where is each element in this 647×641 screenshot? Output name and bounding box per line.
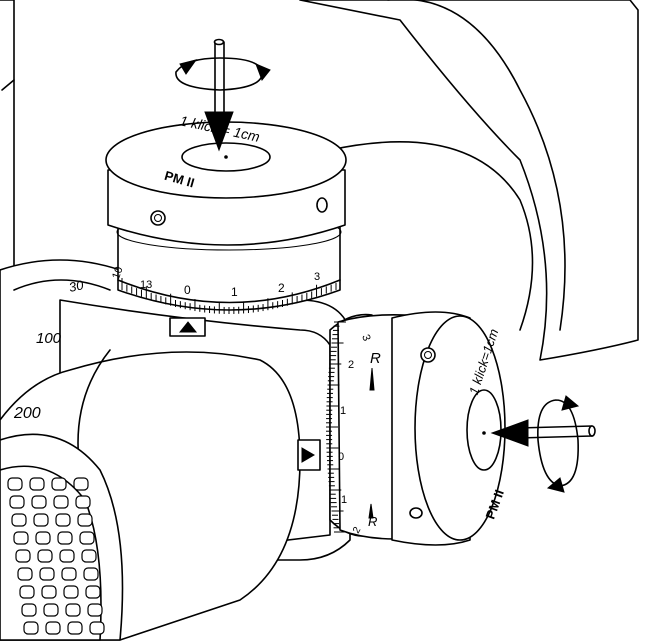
- knurl-segment: [55, 513, 71, 527]
- knurl-segment: [57, 531, 73, 545]
- knurl-segment: [43, 603, 59, 617]
- knurl-segment: [53, 495, 69, 509]
- knurl-segment: [81, 549, 97, 563]
- scope-main-tube: [0, 259, 351, 641]
- knurl-segment: [21, 603, 37, 617]
- knurled-eyepiece-ring: [0, 433, 124, 641]
- knurl-segment: [67, 621, 83, 635]
- windage-scale-1: 1: [340, 405, 346, 417]
- knurl-segment: [45, 621, 61, 635]
- knurl-segment: [79, 531, 95, 545]
- knurl-segment: [85, 585, 101, 599]
- knurl-segment: [61, 567, 77, 581]
- index-marker-windage: [297, 439, 321, 471]
- index-marker-elevation: [169, 317, 206, 337]
- windage-scale-2b: 2: [351, 525, 364, 536]
- knurl-segment: [13, 531, 29, 545]
- windage-scale-0: 0: [338, 451, 344, 463]
- knurl-segment: [9, 495, 25, 509]
- windage-direction-bottom: R: [368, 514, 377, 529]
- knurl-segment: [51, 477, 67, 491]
- parallax-label-30: 30: [68, 277, 86, 295]
- elevation-rotation-arrow-icon: [175, 38, 271, 152]
- knurl-segment: [63, 585, 79, 599]
- knurl-segment: [59, 549, 75, 563]
- elevation-scale-3: 3: [314, 271, 320, 283]
- windage-rotation-arrow-icon: [490, 395, 596, 493]
- windage-turret: 3 2 1 0 1 2 R R 1 klick=1cm PM II: [326, 311, 507, 546]
- knurl-segment: [77, 513, 93, 527]
- knurl-segment: [19, 585, 35, 599]
- elevation-scale-0: 0: [184, 283, 191, 297]
- knurl-segment: [7, 477, 23, 491]
- parallax-label-200: 200: [13, 405, 41, 422]
- knurl-segment: [15, 549, 31, 563]
- knurl-segment: [29, 477, 45, 491]
- elevation-scale-10: 10: [110, 265, 125, 281]
- elevation-scale-1: 1: [231, 285, 238, 299]
- knurl-segment: [37, 549, 53, 563]
- knurl-segment: [89, 621, 105, 635]
- knurl-segment: [23, 621, 39, 635]
- knurl-segment: [11, 513, 27, 527]
- elevation-scale-13: 13: [140, 279, 152, 291]
- elevation-turret: 1 klick = 1cm PM II 10 13 0 1 2 3: [105, 112, 347, 314]
- windage-scale-2: 2: [348, 359, 354, 371]
- knurl-segment: [31, 495, 47, 509]
- windage-scale-1b: 1: [341, 494, 347, 506]
- parallax-label-100: 100: [36, 330, 62, 347]
- knurl-segment: [83, 567, 99, 581]
- knurl-segment: [35, 531, 51, 545]
- knurl-segment: [65, 603, 81, 617]
- knurl-segment: [75, 495, 91, 509]
- knurl-segment: [73, 477, 89, 491]
- windage-direction-top: R: [370, 350, 381, 367]
- elevation-scale-2: 2: [278, 281, 285, 295]
- knurl-segment: [33, 513, 49, 527]
- windage-scale-3: 3: [359, 333, 372, 343]
- knurl-segment: [41, 585, 57, 599]
- knurl-segment: [17, 567, 33, 581]
- knurl-segment: [39, 567, 55, 581]
- scope-body-background: [299, 0, 639, 361]
- knurl-segment: [87, 603, 103, 617]
